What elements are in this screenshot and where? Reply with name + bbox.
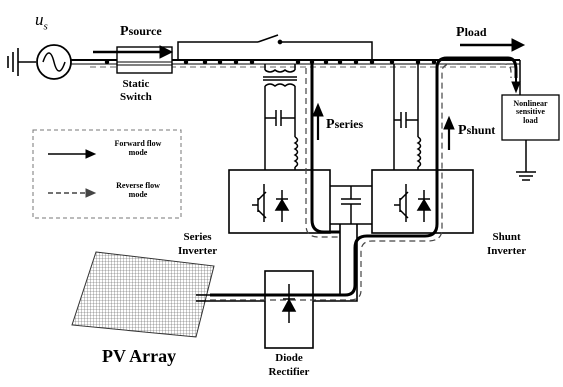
forward-flow-path [210, 56, 518, 297]
series-transformer [263, 64, 297, 98]
igbt-series [252, 184, 290, 222]
series-inverter-label: Series Inverter [178, 231, 218, 257]
source-voltage-label: us [35, 10, 48, 33]
shunt-inverter-label: Shunt Inverter [487, 231, 527, 257]
bypass-switch [177, 34, 373, 60]
ac-source [36, 44, 72, 80]
shunt-filter [393, 64, 422, 170]
ground-symbol-left [7, 48, 36, 76]
legend-forward-label: Forward flow mode [114, 139, 162, 158]
pv-array-panel [71, 251, 215, 338]
diode-rectifier-label: Diode Rectifier [268, 352, 310, 378]
igbt-shunt [394, 184, 432, 222]
legend-reverse-line [48, 188, 97, 198]
series-filter [264, 98, 299, 170]
load-label: Nonlinear sensitive load [513, 99, 548, 125]
dc-link [330, 185, 372, 225]
reverse-flow-path [210, 63, 512, 301]
pv-array-label: PV Array [102, 346, 177, 366]
rectifier-diode [281, 284, 297, 323]
series-inverter-box [228, 169, 331, 234]
p-source-label: Psource [120, 24, 162, 39]
flow-arrows [93, 38, 526, 150]
p-shunt-label: Pshunt [458, 123, 496, 138]
legend-forward-line [48, 149, 97, 159]
shunt-inverter-box [371, 169, 474, 234]
p-load-label: Pload [456, 25, 487, 40]
load-box [501, 94, 560, 141]
legend-box [32, 129, 182, 219]
load-connection [516, 60, 536, 181]
p-series-label: Pseries [326, 117, 364, 132]
legend-reverse-label: Reverse flow mode [116, 181, 160, 200]
static-switch-label: Static Switch [120, 78, 152, 103]
bus-nodes [104, 59, 437, 65]
